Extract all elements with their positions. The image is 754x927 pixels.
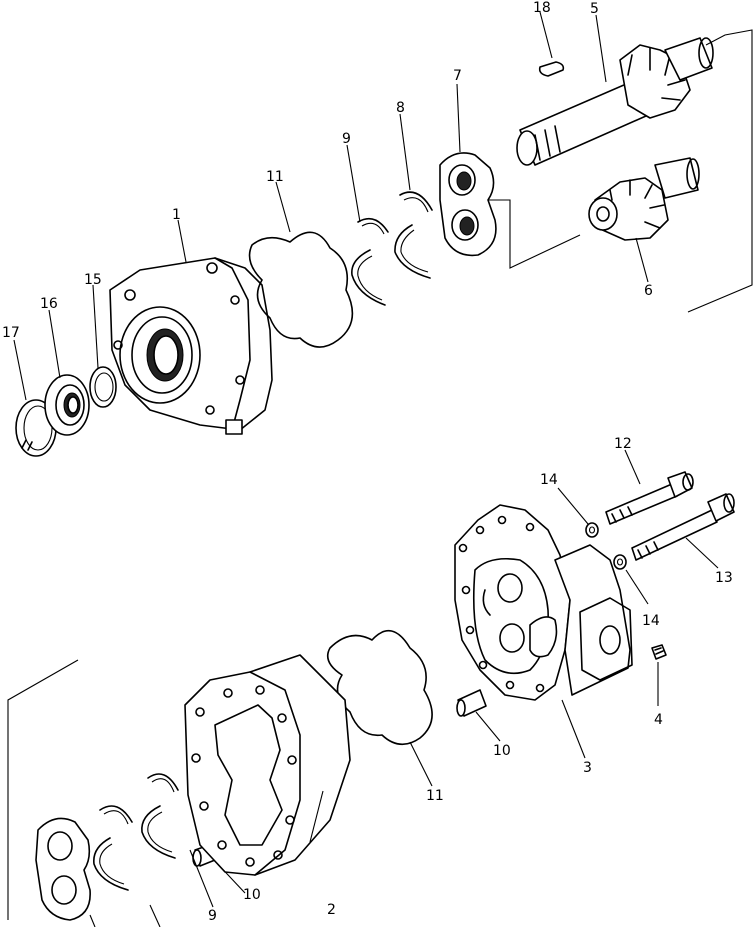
part-2-gear-housing	[184, 654, 351, 876]
callout-4: 4	[654, 712, 663, 728]
callout-9-upper: 9	[342, 131, 351, 147]
part-8-seal-lower	[93, 805, 133, 891]
callout-17: 17	[2, 325, 20, 341]
callout-13: 13	[715, 570, 733, 586]
part-4-plug	[651, 644, 667, 660]
assembly-bracket-lower	[7, 659, 79, 920]
part-15-washer	[89, 366, 117, 408]
callout-10-lower: 10	[243, 887, 261, 903]
callout-5: 5	[590, 1, 599, 17]
part-1-front-cover	[109, 257, 273, 435]
callout-1: 1	[172, 207, 181, 223]
callout-14-lower: 14	[642, 613, 660, 629]
callout-16: 16	[40, 296, 58, 312]
part-8-seal	[394, 191, 433, 279]
part-14-washer-a	[585, 522, 599, 538]
part-18-key	[538, 61, 565, 77]
part-6-driven-gear	[588, 157, 700, 241]
callout-14-upper: 14	[540, 472, 558, 488]
callout-15: 15	[84, 272, 102, 288]
part-11-gasket-upper	[248, 231, 354, 348]
part-14-washer-b	[613, 554, 627, 570]
part-13-bolt	[631, 493, 735, 561]
part-11-gasket-lower	[326, 630, 433, 746]
part-7-bushing-plate-lower	[35, 817, 91, 921]
callout-2: 2	[327, 902, 336, 918]
callout-labels: 1 2 3 4 5 6 7 8 9 9 10 10 11 11 12 13 14…	[2, 0, 733, 924]
part-7-bushing-plate	[439, 152, 497, 257]
part-5-drive-gear-shaft	[516, 37, 714, 166]
callout-11-lower: 11	[426, 788, 444, 804]
callout-3: 3	[583, 760, 592, 776]
callout-9-lower: 9	[208, 908, 217, 924]
callout-6: 6	[644, 283, 653, 299]
callout-8: 8	[396, 100, 405, 116]
assembly-bracket-upper	[488, 29, 753, 313]
callout-18: 18	[533, 0, 551, 16]
part-9-seal-upper	[351, 217, 389, 306]
part-16-bearing	[44, 374, 90, 436]
callout-11-upper: 11	[266, 169, 284, 185]
callout-7: 7	[453, 68, 462, 84]
part-3-rear-cover	[454, 504, 633, 701]
part-9-seal-lower	[141, 773, 179, 859]
part-10-dowel-pin-upper	[456, 689, 487, 717]
part-12-bolt	[605, 471, 694, 525]
leader-lines	[13, 11, 719, 927]
callout-12: 12	[614, 436, 632, 452]
callout-10-upper: 10	[493, 743, 511, 759]
